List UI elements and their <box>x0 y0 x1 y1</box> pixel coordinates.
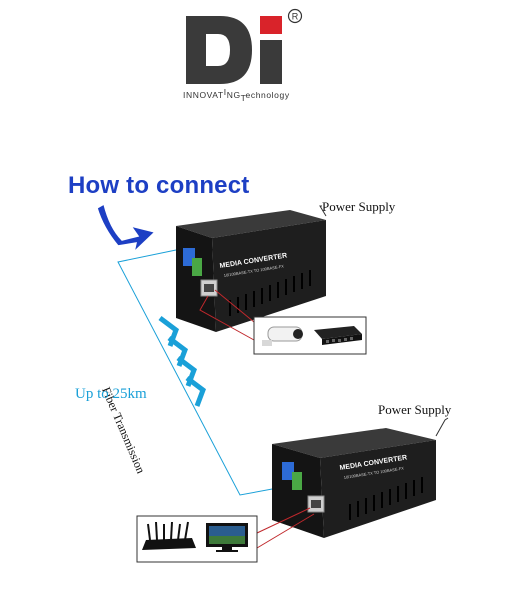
monitor-icon <box>206 523 248 552</box>
power-cable-top <box>319 205 327 217</box>
distance-label: Up to 25km <box>75 386 147 402</box>
power-supply-label-bottom: Power Supply <box>378 402 452 417</box>
media-converter-top <box>176 210 326 332</box>
chevron-arrows-icon <box>158 316 206 407</box>
power-supply-label-top: Power Supply <box>322 199 396 214</box>
logo-tagline: INNOVATINGTechnology <box>183 87 290 103</box>
media-converter-bottom <box>272 428 436 538</box>
di-logo: R <box>186 8 303 84</box>
switch-icon <box>314 326 362 345</box>
power-cable-bottom <box>435 417 449 437</box>
router-icon <box>142 521 196 550</box>
svg-text:R: R <box>292 12 299 22</box>
fiber-line <box>117 249 284 496</box>
arrow-curve-icon <box>96 202 157 255</box>
camera-icon <box>262 326 303 346</box>
headline: How to connect <box>68 172 250 199</box>
